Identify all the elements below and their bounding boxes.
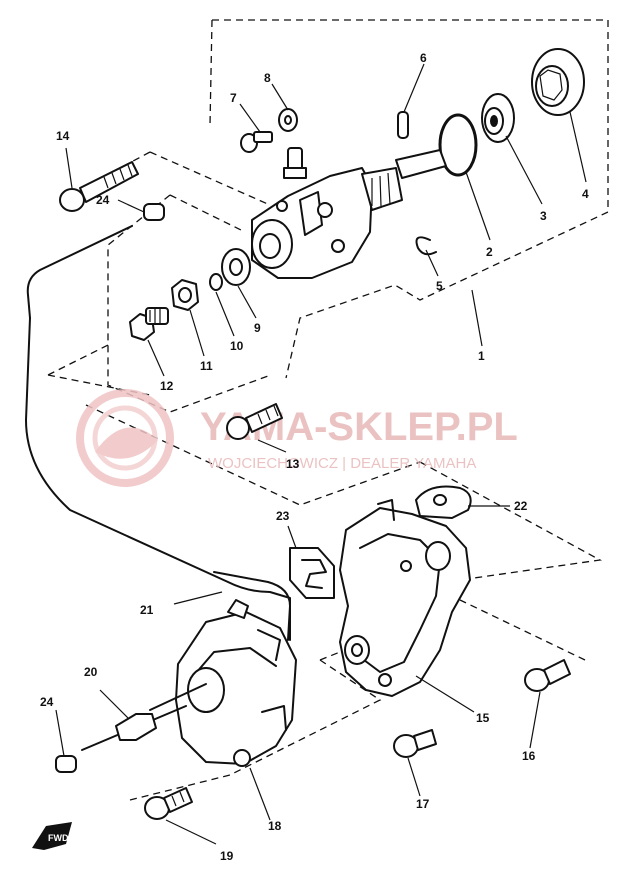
part-17-bolt [393, 729, 437, 758]
part-label-3: 3 [540, 209, 547, 223]
part-23-pad-spring [289, 547, 335, 599]
part-19-bolt [144, 787, 193, 820]
part-5-circlip [415, 236, 437, 256]
part-label-6: 6 [420, 51, 427, 65]
part-18-caliper-body [175, 599, 297, 767]
part-label-8: 8 [264, 71, 271, 85]
part-22-pad-plate [415, 485, 472, 519]
part-label-17: 17 [416, 797, 430, 811]
part-14-long-bolt [59, 161, 139, 212]
part-label-7: 7 [230, 91, 237, 105]
part-label-5: 5 [436, 279, 443, 293]
part-4-seal-gear [531, 48, 585, 116]
watermark-logo-icon [76, 389, 174, 487]
part-label-11: 11 [200, 359, 213, 373]
part-3-bearing [481, 93, 515, 143]
part-13-bolt [226, 403, 283, 440]
part-8-washer [278, 108, 298, 132]
watermark-tagline: WOJCIECHOWICZ | DEALER YAMAHA [208, 455, 476, 472]
part-label-24-lower: 24 [40, 695, 54, 709]
part-10-washer [209, 273, 223, 291]
front-arrow-icon: FWD [32, 822, 72, 850]
part-label-20: 20 [84, 665, 98, 679]
brake-hose [25, 225, 291, 641]
part-9-washer [221, 248, 251, 286]
part-label-19: 19 [220, 849, 234, 863]
part-21-pipe [213, 571, 291, 641]
part-label-13: 13 [286, 457, 300, 471]
part-label-9: 9 [254, 321, 261, 335]
part-label-22: 22 [514, 499, 528, 513]
part-labels: 1 2 3 4 5 6 7 8 9 10 11 12 13 14 15 16 1… [40, 51, 589, 863]
front-marker-label: FWD [48, 833, 69, 843]
part-label-12: 12 [160, 379, 174, 393]
part-label-16: 16 [522, 749, 536, 763]
pump-housing [251, 147, 447, 279]
part-label-23: 23 [276, 509, 290, 523]
part-label-2: 2 [486, 245, 493, 259]
part-7-screw [240, 131, 273, 153]
part-6-pin [397, 111, 409, 139]
part-label-24-upper: 24 [96, 193, 110, 207]
leader-lines [55, 63, 587, 845]
part-2-o-ring [438, 113, 478, 177]
part-24-cap-lower [55, 755, 77, 773]
part-15-caliper-bracket [339, 499, 471, 697]
part-label-1: 1 [478, 349, 485, 363]
part-12-bleed-screw [129, 307, 169, 341]
part-label-10: 10 [230, 339, 244, 353]
part-label-18: 18 [268, 819, 282, 833]
part-label-4: 4 [582, 187, 589, 201]
part-24-cap-upper [143, 203, 165, 221]
part-label-15: 15 [476, 711, 490, 725]
part-label-21: 21 [140, 603, 154, 617]
part-11-nut [171, 279, 199, 311]
part-20-pin [81, 683, 207, 751]
part-label-14: 14 [56, 129, 70, 143]
part-16-bolt [524, 659, 571, 692]
